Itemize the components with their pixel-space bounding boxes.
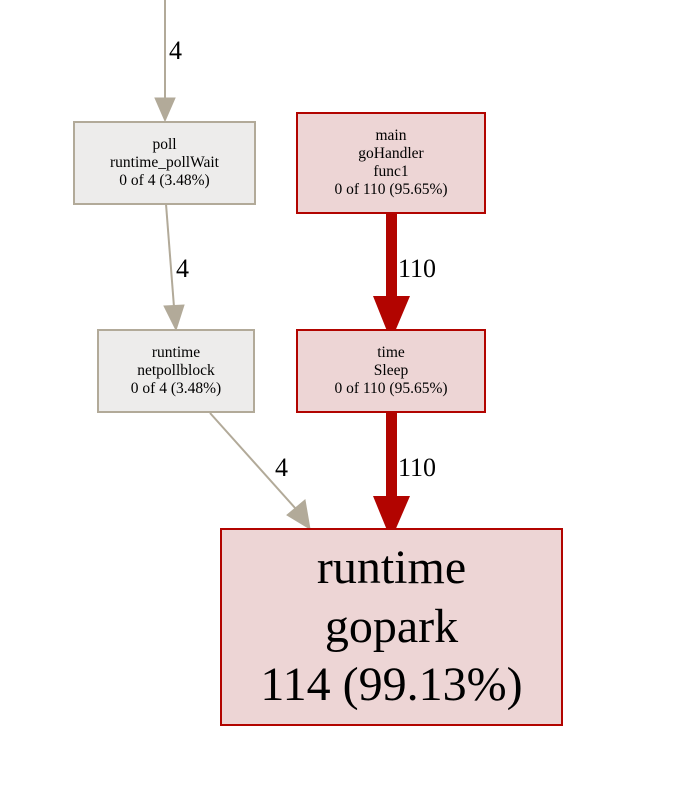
node-package-label: time xyxy=(377,344,405,362)
node-runtime-gopark[interactable]: runtime gopark 114 (99.13%) xyxy=(220,528,563,726)
node-function-label: runtime_pollWait xyxy=(110,154,219,172)
node-package-label: runtime xyxy=(151,344,201,362)
node-poll-runtime-pollwait[interactable]: poll runtime_pollWait 0 of 4 (3.48%) xyxy=(73,121,256,205)
edge-sleep-to-gopark xyxy=(373,412,410,540)
node-function-label: goHandler xyxy=(358,145,424,163)
node-time-sleep[interactable]: time Sleep 0 of 110 (95.65%) xyxy=(296,329,486,413)
edge-label-netpollblock-to-gopark: 4 xyxy=(275,453,288,482)
edge-netpollblock-to-gopark xyxy=(209,412,311,530)
node-stats-label: 0 of 110 (95.65%) xyxy=(334,180,448,198)
edge-label-gohandler-to-sleep: 110 xyxy=(398,254,437,283)
edge-label-incoming-to-poll: 4 xyxy=(169,36,182,65)
node-function-label: Sleep xyxy=(373,362,409,380)
node-function-label: netpollblock xyxy=(137,362,215,380)
node-function-label: gopark xyxy=(324,599,459,653)
node-package-label: runtime xyxy=(316,541,467,595)
node-stats-label: 0 of 4 (3.48%) xyxy=(119,171,210,189)
node-main-gohandler-func1[interactable]: main goHandler func1 0 of 110 (95.65%) xyxy=(296,112,486,214)
node-subfunction-label: func1 xyxy=(373,163,409,180)
node-package-label: poll xyxy=(152,136,177,154)
edge-gohandler-to-sleep xyxy=(373,213,410,341)
edge-incoming-to-poll xyxy=(154,0,176,123)
edge-label-poll-to-netpollblock: 4 xyxy=(176,254,189,283)
edge-label-sleep-to-gopark: 110 xyxy=(398,453,437,482)
node-runtime-netpollblock[interactable]: runtime netpollblock 0 of 4 (3.48%) xyxy=(97,329,255,413)
node-stats-label: 0 of 4 (3.48%) xyxy=(130,379,222,397)
node-package-label: main xyxy=(375,127,407,145)
edge-poll-to-netpollblock xyxy=(163,203,185,332)
node-stats-label: 0 of 110 (95.65%) xyxy=(334,379,448,397)
node-stats-label: 114 (99.13%) xyxy=(260,658,523,712)
